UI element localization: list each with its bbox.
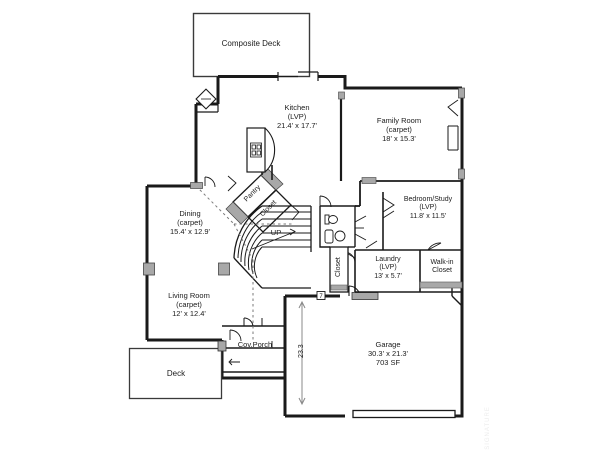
hall-door-swing (319, 195, 332, 208)
family-bedroom-divider (355, 180, 462, 207)
toilet-fixture (324, 214, 338, 225)
closet-shelf (330, 284, 348, 291)
garage-marker-label: 7 (319, 294, 323, 300)
hall-opening-marker (361, 177, 377, 184)
walk-in-closet-shelf (419, 281, 463, 289)
divider-column-top (338, 91, 345, 100)
living-door-swing (229, 329, 242, 342)
walk-in-closet-door-swing (427, 242, 442, 251)
sink-fixture (324, 229, 346, 244)
plan-watermark: SIGNATURE (484, 406, 491, 450)
exterior-wall-shell (145, 75, 464, 380)
open-plan-dashed-lines (195, 185, 292, 340)
garage-outline (283, 292, 464, 418)
garage-step-landing (351, 292, 379, 300)
kitchen-wall-cabinets (196, 104, 219, 113)
range-oven-icon (250, 142, 262, 158)
laundry-walls (354, 249, 462, 293)
deck-outline (128, 347, 223, 400)
garage-corner-cut (451, 295, 463, 307)
deck-slider (277, 71, 319, 81)
window-dining-top (190, 182, 203, 189)
kitchen-island-curve (264, 127, 276, 173)
family-room-door-swing (447, 99, 459, 117)
bedroom-door-swings (365, 197, 395, 249)
deck-entry-door (195, 88, 217, 110)
window-dining-left (143, 262, 155, 276)
dining-door-swing (204, 176, 216, 188)
porch-arrow (228, 358, 240, 366)
garage-depth-dimension-line (298, 300, 306, 406)
window-dining-center (218, 262, 230, 276)
composite-deck-outline (192, 12, 311, 78)
family-room-niche (448, 125, 458, 151)
garage-marker-box (316, 291, 326, 300)
window-family-top (458, 87, 465, 99)
porch-post (217, 340, 227, 352)
powder-room-door-swing (354, 215, 367, 241)
window-family-bottom (458, 168, 465, 180)
garage-overhead-door (352, 409, 456, 419)
closet-vertical-walls (329, 246, 349, 293)
pantry-door-swing (227, 175, 300, 221)
staircase (233, 205, 312, 289)
